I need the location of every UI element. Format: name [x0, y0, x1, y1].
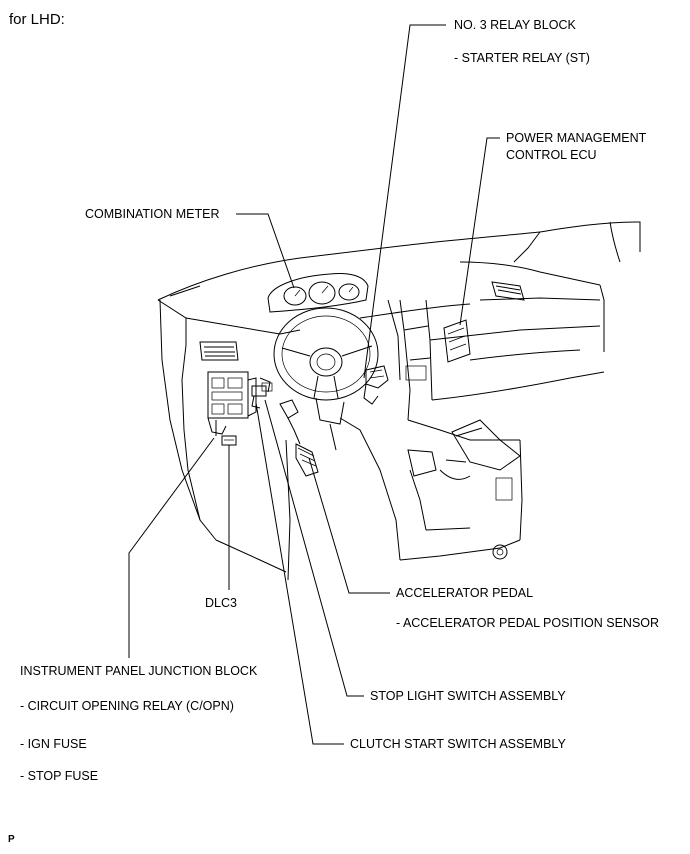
label-ign-fuse: - IGN FUSE [20, 737, 87, 751]
label-combination-meter: COMBINATION METER [85, 207, 220, 221]
label-ip-junction-block: INSTRUMENT PANEL JUNCTION BLOCK [20, 664, 258, 678]
combination-meter [267, 273, 369, 313]
leader-ip-junction-block [128, 437, 215, 658]
dashboard-outline [157, 221, 641, 581]
header-variant: for LHD: [9, 11, 65, 28]
leader-clutch-start-switch [255, 402, 344, 745]
label-pm-ecu-line2: CONTROL ECU [506, 148, 597, 162]
label-stop-fuse: - STOP FUSE [20, 769, 99, 783]
leader-stop-light-switch [264, 399, 364, 697]
leader-combination-meter [236, 213, 295, 289]
leader-relay-block [363, 24, 446, 379]
label-starter-relay: - STARTER RELAY (ST) [454, 51, 590, 65]
label-accel-sensor: - ACCELERATOR PEDAL POSITION SENSOR [396, 616, 660, 630]
label-dlc3: DLC3 [205, 596, 237, 610]
leader-pm-ecu [459, 137, 500, 326]
leader-lines [128, 24, 500, 745]
dlc3-connector [221, 435, 237, 446]
label-stop-light-switch: STOP LIGHT SWITCH ASSEMBLY [370, 689, 566, 703]
pedal-switches [251, 377, 273, 409]
no3-relay-block [363, 365, 389, 405]
label-relay-block: NO. 3 RELAY BLOCK [454, 18, 576, 32]
label-clutch-start-switch: CLUTCH START SWITCH ASSEMBLY [350, 737, 566, 751]
instrument-panel-junction-block [207, 371, 257, 436]
steering-wheel [273, 307, 379, 451]
label-circuit-opening-relay: - CIRCUIT OPENING RELAY (C/OPN) [20, 699, 234, 713]
power-management-ecu [443, 319, 471, 363]
label-pm-ecu-line1: POWER MANAGEMENT [506, 131, 647, 145]
accelerator-pedal [279, 399, 319, 477]
leader-accel-pedal [308, 457, 390, 594]
footer-code: P [8, 834, 15, 845]
label-accel-pedal: ACCELERATOR PEDAL [396, 586, 534, 600]
